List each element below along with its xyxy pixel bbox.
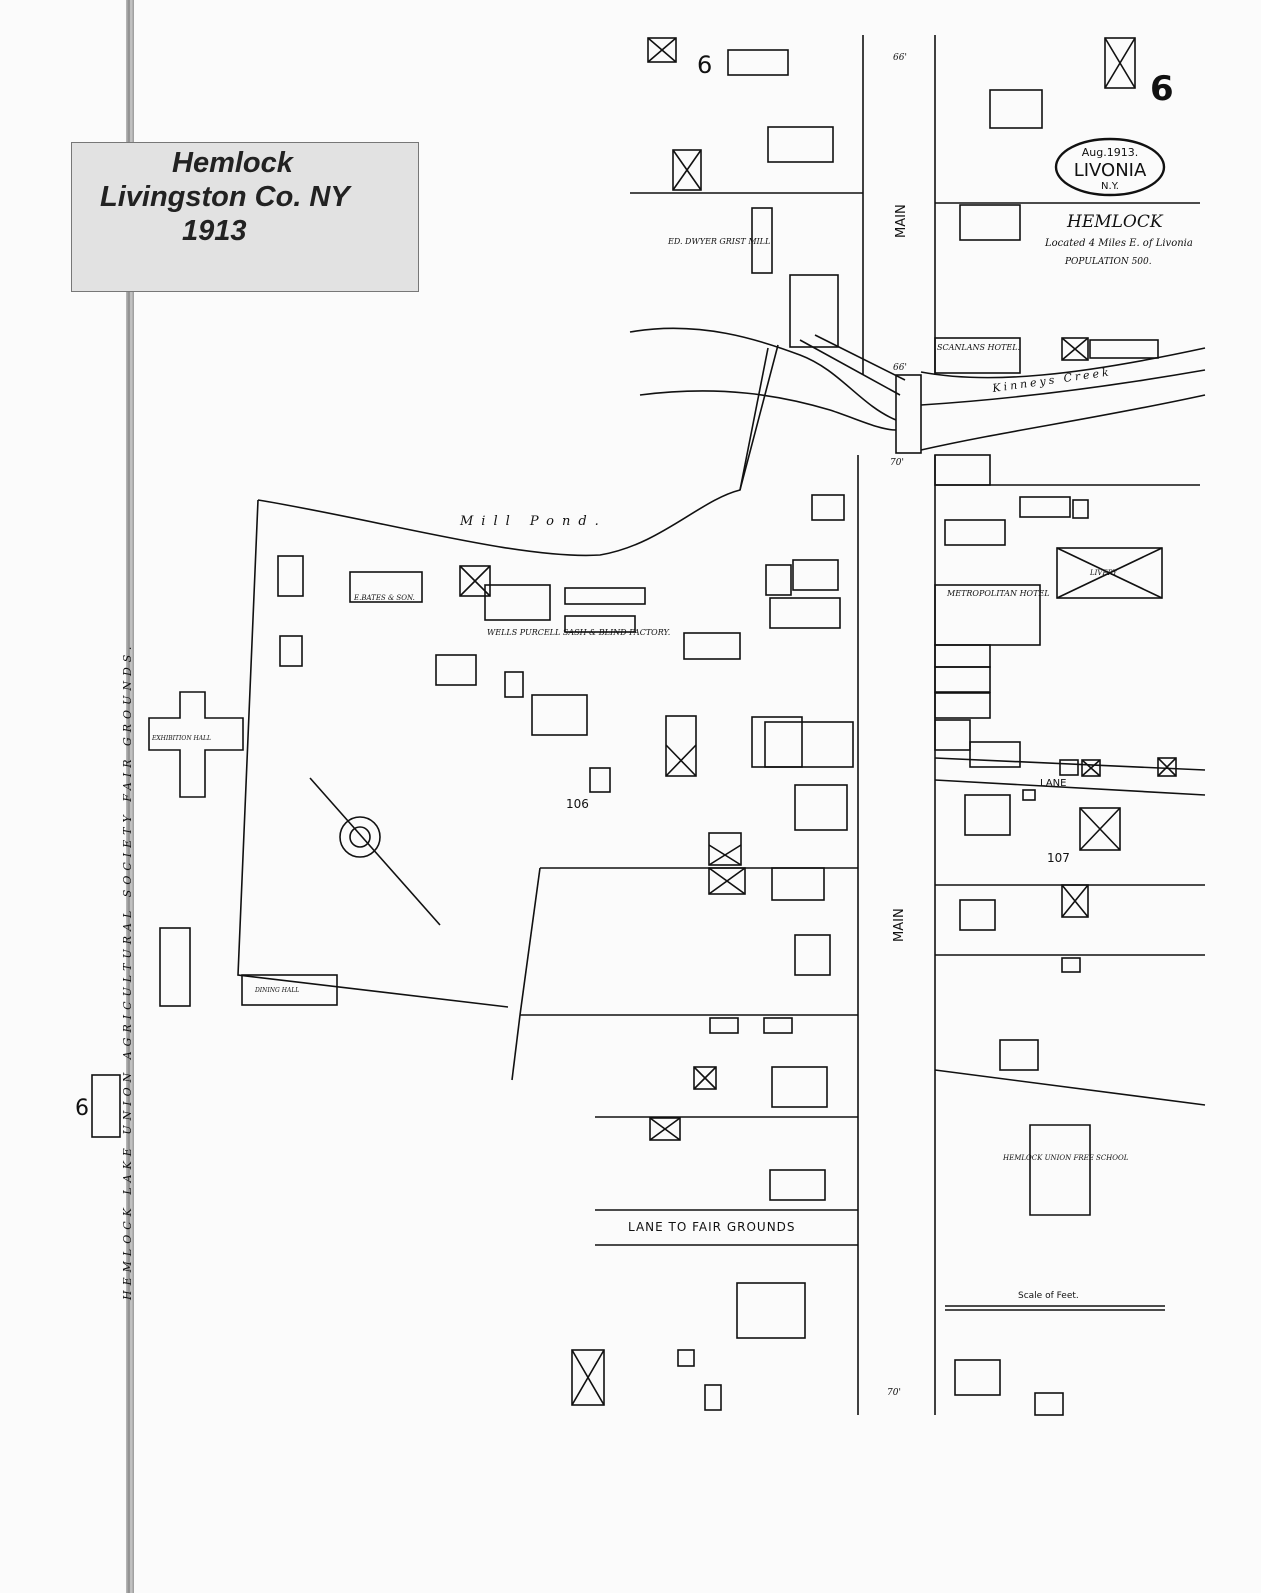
street-main-lower: MAIN [892,908,907,942]
stamp-date: Aug.1913. [1082,146,1138,159]
street-main-upper: MAIN [894,204,909,238]
street-width-70-mid: 70' [890,458,904,468]
fair-grounds-label: HEMLOCK LAKE UNION AGRICULTURAL SOCIETY … [121,642,134,1301]
street-width-70-bottom: 70' [887,1388,901,1398]
title-line-1: Hemlock [172,147,293,179]
block-number-6-left: 6 [75,1096,89,1121]
bridge [895,374,922,454]
block-number-106: 106 [566,797,589,811]
creek-label: Kinneys Creek [991,365,1113,395]
sash-factory-building [484,584,551,621]
title-box: Hemlock Livingston Co. NY 1913 [71,142,419,292]
livonia-stamp [1054,137,1166,197]
school-label: HEMLOCK UNION FREE SCHOOL [1002,1154,1129,1162]
title-line-2: Livingston Co. NY [100,181,350,213]
exhibition-hall-building [148,691,244,798]
place-location: Located 4 Miles E. of Livonia [1044,238,1193,249]
livery-label: LIVERY [1089,569,1119,577]
block-number-107: 107 [1047,851,1070,865]
place-population: POPULATION 500. [1064,257,1152,267]
metropolitan-hotel-label: METROPOLITAN HOTEL [946,589,1050,598]
street-lane-to-fair-grounds: LANE TO FAIR GROUNDS [628,1220,796,1234]
grist-mill-label: ED. DWYER GRIST MILL [667,237,770,246]
stamp-town: LIVONIA [1074,160,1147,181]
grist-mill-building [789,274,839,348]
title-line-3: 1913 [182,215,247,247]
bates-son-label: E.BATES & SON. [353,594,415,602]
compass-rose [339,816,381,858]
binding-spine [126,0,134,1593]
livery-building [1056,547,1163,599]
school-building [1029,1124,1091,1216]
bates-son-building [349,571,423,603]
sheet-number: 6 [1150,69,1174,109]
compass-needle [309,777,441,926]
street-lane: LANE [1040,778,1066,789]
street-width-66-bridge: 66' [893,363,907,373]
block-number-6-top: 6 [697,51,712,79]
dining-hall-label: DINING HALL [254,987,299,994]
mill-pond-label: Mill Pond. [459,514,607,529]
place-name: HEMLOCK [1066,212,1164,232]
exhibition-hall-label: EXHIBITION HALL [151,735,211,742]
scale-label: Scale of Feet. [1018,1291,1079,1301]
dining-hall-building [241,974,338,1006]
scanlans-hotel-label: SCANLANS HOTEL. [937,343,1020,352]
stamp-state: N.Y. [1101,181,1119,192]
street-width-66-top: 66' [893,53,907,63]
sash-factory-label: WELLS PURCELL SASH & BLIND FACTORY. [487,628,670,637]
